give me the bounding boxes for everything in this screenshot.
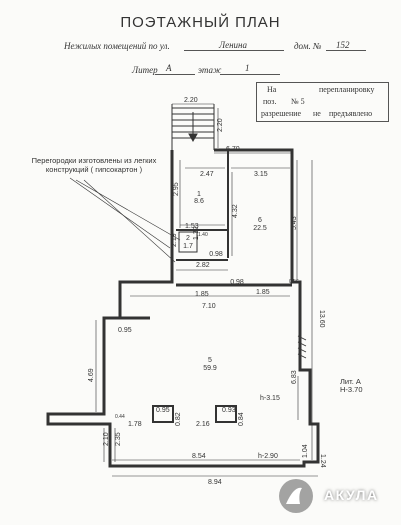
liter-corner-line1: Лит. А — [340, 377, 361, 386]
room-4-area: 0.98 — [230, 279, 244, 286]
partition-note: Перегородки изготовлены из легких констр… — [31, 156, 157, 174]
room-1-num: 1 — [197, 191, 201, 198]
stamp-line1b: перепланировку — [319, 85, 375, 94]
house-number: 152 — [336, 40, 350, 50]
dim-r2-small: 1.40 — [198, 232, 208, 238]
stamp-line3b: не — [313, 109, 321, 118]
liter-value: А — [166, 63, 172, 73]
room-3-area: 0.98 — [209, 251, 223, 258]
room-5-num: 5 — [208, 357, 212, 364]
dim-r2-left: 2.19 — [171, 233, 178, 247]
room-2-num: 2 — [186, 235, 190, 242]
dim-stair-h: 2.20 — [217, 118, 224, 132]
dim-bottom-inner: 8.54 — [192, 453, 206, 460]
liter-corner-line2: Н-3.70 — [340, 385, 363, 394]
dim-right-full: 13.60 — [318, 310, 325, 328]
dim-col1-w: 0.95 — [156, 407, 170, 414]
liter-corner: Лит. А Н-3.70 — [340, 378, 363, 394]
room-2-area: 1.7 — [183, 243, 193, 250]
stamp-line2b: № 5 — [291, 97, 305, 106]
street-value: Ленина — [219, 40, 248, 50]
outer-walls — [46, 148, 320, 468]
dim-left-h: 4.69 — [88, 368, 95, 382]
stamp-line3c: предъявлено — [329, 109, 373, 118]
dim-bottom-right2: 1.24 — [319, 454, 326, 468]
address-prefix: Нежилых помещений по ул. — [64, 41, 170, 51]
dim-mid-x: 2.16 — [196, 421, 210, 428]
room-5-area: 59.9 — [203, 365, 217, 372]
dim-mid-door: 0.56 — [289, 279, 299, 285]
floor-underline — [220, 74, 280, 75]
stamp-line1: На — [267, 85, 277, 94]
stamp-line3a: разрешение — [261, 109, 302, 118]
dim-mid-left: 1.85 — [195, 291, 209, 298]
dimension-lines — [95, 103, 318, 477]
dim-col1-h: 0.82 — [175, 412, 182, 426]
house-label: дом. № — [294, 41, 322, 51]
note-leader-lines — [69, 177, 181, 263]
dim-bottom-h: h-2.90 — [258, 453, 278, 460]
brand-name: АКУЛА — [324, 487, 379, 503]
stairs — [171, 104, 215, 150]
room-6-num: 6 — [258, 217, 262, 224]
dim-r2-w: 1.53 — [185, 223, 199, 230]
room-6-area: 22.5 — [253, 225, 267, 232]
dim-col2-h: 0.84 — [238, 412, 245, 426]
street-underline — [184, 50, 284, 51]
column-1 — [152, 405, 174, 423]
dim-r6-h: 4.32 — [232, 204, 239, 218]
dim-bottom-right1: 1.04 — [302, 444, 309, 458]
dim-right-lower: 6.83 — [291, 370, 298, 384]
dim-small-044: 0.44 — [115, 414, 125, 420]
dim-bottom-left2: 2.10 — [103, 432, 110, 446]
redevelopment-stamp: На перепланировку поз. № 5 разрешение не… — [256, 82, 389, 122]
house-underline — [326, 50, 366, 51]
dim-r1-w: 2.47 — [200, 171, 214, 178]
dim-small-left: 0.95 — [118, 327, 132, 334]
dim-bottom-left: 2.35 — [115, 432, 122, 446]
dim-top-w: 6.70 — [226, 146, 240, 153]
floor-label: этаж — [198, 65, 222, 75]
dim-right-upper: 5.43 — [291, 216, 298, 230]
page-title: ПОЭТАЖНЫЙ ПЛАН — [120, 14, 281, 31]
door-hatch — [297, 335, 307, 359]
liter-label: Литер — [132, 65, 158, 75]
dim-r2-h: 1.32 — [193, 226, 200, 240]
dim-left-x: 1.78 — [128, 421, 142, 428]
column-2 — [215, 405, 237, 423]
dim-r1-h: 2.95 — [173, 182, 180, 196]
dim-col2-w: 0.93 — [222, 407, 236, 414]
dim-stair-w: 2.20 — [184, 97, 198, 104]
dim-mid-w: 7.10 — [202, 303, 216, 310]
dim-bottom-total: 8.94 — [208, 479, 222, 486]
shark-fin-icon — [286, 487, 302, 504]
stamp-line2a: поз. — [263, 97, 277, 106]
dim-r6-w: 3.15 — [254, 171, 268, 178]
floor-value: 1 — [245, 63, 250, 73]
liter-underline — [155, 74, 195, 75]
dim-mid-right: 1.85 — [256, 289, 270, 296]
akula-logo — [279, 479, 313, 513]
room-1-area: 8.6 — [194, 198, 204, 205]
inner-partitions — [176, 150, 292, 287]
dim-room5-h: h-3.15 — [260, 395, 280, 402]
dim-under-r2: 2.82 — [196, 262, 210, 269]
